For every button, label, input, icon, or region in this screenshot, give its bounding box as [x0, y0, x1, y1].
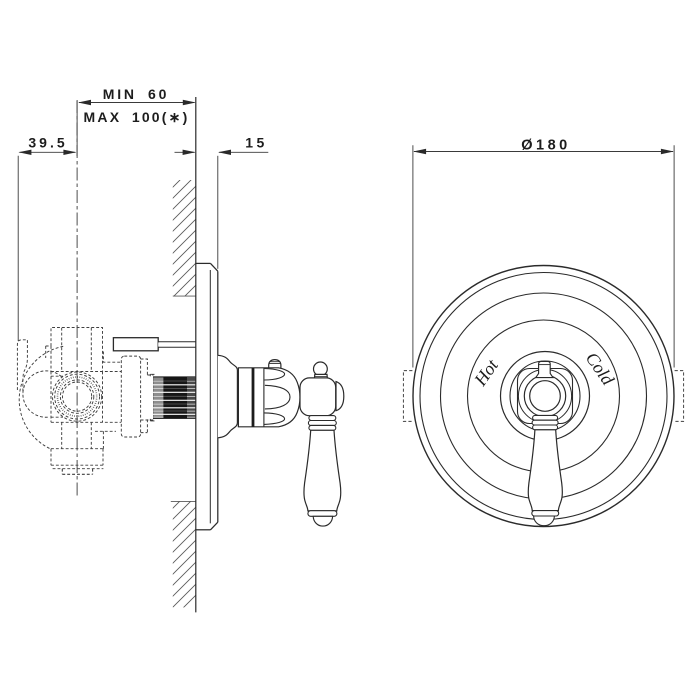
- svg-text:15: 15: [245, 135, 268, 151]
- svg-text:Ø180: Ø180: [521, 138, 570, 154]
- svg-text:MAX 100(∗): MAX 100(∗): [84, 109, 190, 125]
- svg-text:39.5: 39.5: [28, 135, 67, 151]
- svg-text:MIN 60: MIN 60: [103, 86, 169, 102]
